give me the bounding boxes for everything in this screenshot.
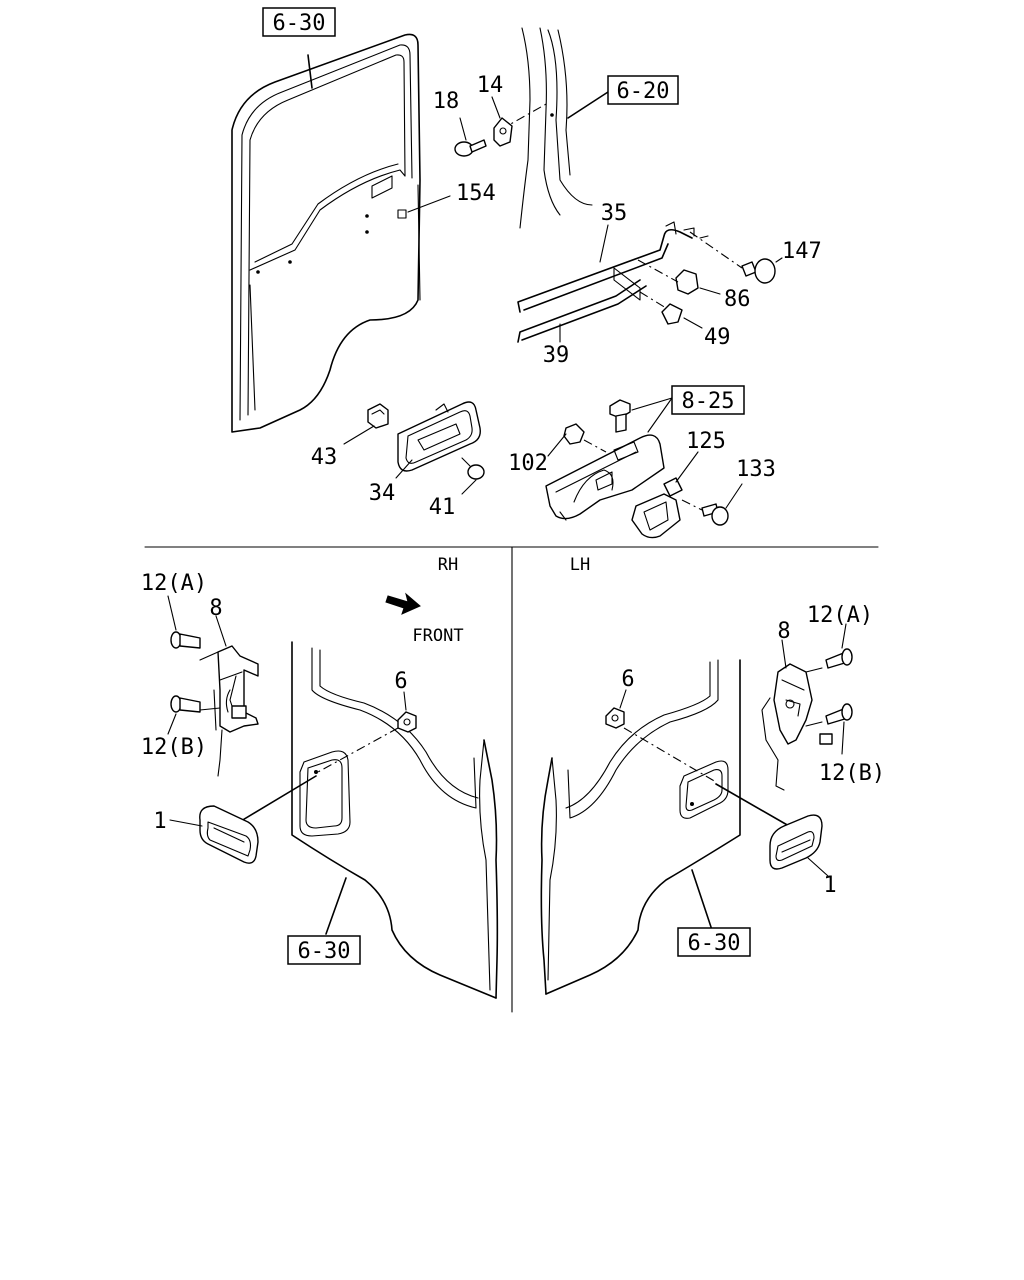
door-panel-top <box>231 33 421 433</box>
callout-p49: 49 <box>704 325 731 350</box>
ref-box-rh-door: 6-30 <box>287 935 361 965</box>
ref-box-striker: 6-20 <box>607 75 679 105</box>
lh-nut-6 <box>605 707 625 729</box>
lh-label: LH <box>570 555 590 575</box>
callout-p133: 133 <box>736 457 776 482</box>
callout-p39: 39 <box>543 343 570 368</box>
door-rods <box>517 221 709 343</box>
callout-rh-12a: 12(A) <box>141 571 207 596</box>
lh-bolt-12b <box>819 703 853 745</box>
rh-bolt-12a <box>170 631 201 649</box>
callout-p102: 102 <box>508 451 548 476</box>
callout-switch-ref: 8-25 <box>682 389 735 414</box>
callout-rh-12b: 12(B) <box>141 735 207 760</box>
callout-p18: 18 <box>433 89 460 114</box>
callout-p154: 154 <box>456 181 496 206</box>
clip-147 <box>741 258 776 284</box>
callout-rh-8: 8 <box>209 596 222 621</box>
callout-lh-1: 1 <box>823 873 836 898</box>
ref-box-lh-door: 6-30 <box>677 927 751 957</box>
bolt-18 <box>454 139 487 157</box>
screw-41 <box>461 457 485 480</box>
callout-door-top: 6-30 <box>273 11 326 36</box>
rh-nut-6 <box>397 711 417 733</box>
ref-box-switch: 8-25 <box>671 385 745 415</box>
inner-handle-34 <box>397 401 481 472</box>
lh-bolt-12a <box>825 648 853 669</box>
rh-outer-handle-1 <box>199 805 259 864</box>
callout-p147: 147 <box>782 239 822 264</box>
callout-p14: 14 <box>477 73 504 98</box>
lh-latch-8 <box>761 663 823 791</box>
rh-label: RH <box>438 555 458 575</box>
front-label: FRONT <box>412 626 463 646</box>
callout-lh-8: 8 <box>777 619 790 644</box>
callout-lh-12b: 12(B) <box>819 761 885 786</box>
callout-lh-door: 6-30 <box>688 931 741 956</box>
clip-102 <box>563 423 585 445</box>
clip-49 <box>661 303 683 325</box>
rh-latch-8 <box>199 645 259 777</box>
front-arrow-icon <box>385 592 421 615</box>
ref-box-door-top: 6-30 <box>262 7 336 37</box>
callout-p125: 125 <box>686 429 726 454</box>
callout-p41: 41 <box>429 495 456 520</box>
callout-striker-ref: 6-20 <box>617 79 670 104</box>
lh-outer-handle-1 <box>769 814 823 870</box>
callout-rh-1: 1 <box>153 809 166 834</box>
rh-bolt-12b <box>170 695 201 713</box>
callout-lh-6: 6 <box>621 667 634 692</box>
callout-p35: 35 <box>601 201 628 226</box>
callout-p43: 43 <box>311 445 338 470</box>
callout-p86: 86 <box>724 287 751 312</box>
nut-43 <box>367 403 389 429</box>
rh-door-panel <box>291 641 499 999</box>
lh-door-panel <box>540 659 741 995</box>
clip-86 <box>675 269 699 295</box>
screw-133 <box>701 503 729 526</box>
callout-lh-12a: 12(A) <box>807 603 873 628</box>
striker-14 <box>493 117 513 147</box>
callout-rh-door: 6-30 <box>298 939 351 964</box>
bracket-125 <box>631 477 683 539</box>
door-pillar <box>519 27 593 229</box>
bolt-8-25 <box>609 399 631 433</box>
callout-p34: 34 <box>369 481 396 506</box>
switch-panel <box>545 434 665 521</box>
callout-rh-6: 6 <box>394 669 407 694</box>
